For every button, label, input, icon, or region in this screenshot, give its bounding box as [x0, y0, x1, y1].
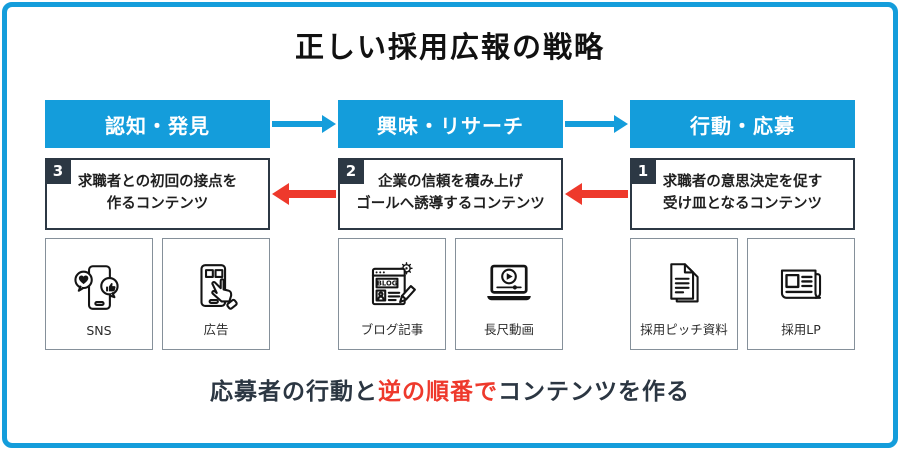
blog-article-icon: BLOG: [371, 261, 416, 305]
footer-text-highlight: 逆の順番で: [378, 379, 498, 405]
icon-wrap: BLOG: [363, 252, 421, 319]
footer-text-suffix: コンテンツを作る: [498, 379, 690, 405]
icon-wrap: [480, 252, 538, 319]
content-box-awareness: 3 求職者との初回の接点を 作るコンテンツ: [45, 158, 270, 230]
step-number-badge: 3: [45, 158, 71, 184]
ad-tap-phone-icon: [200, 263, 238, 310]
content-item-video: 長尺動画: [455, 238, 563, 350]
icon-wrap: [70, 252, 128, 323]
footer-message: 応募者の行動と逆の順番でコンテンツを作る: [0, 372, 900, 406]
content-description-line: 求職者との初回の接点を: [77, 174, 238, 191]
content-description-line: ゴールへ誘導するコンテンツ: [356, 196, 545, 212]
icon-wrap: [655, 252, 713, 319]
pitch-document-icon: [670, 262, 699, 302]
landing-page-icon: [780, 269, 822, 299]
column-action: 行動・応募 1 求職者の意思決定を促す 受け皿となるコンテンツ: [630, 0, 855, 450]
content-box-interest: 2 企業の信頼を積み上げ ゴールへ誘導するコンテンツ: [338, 158, 563, 230]
content-description-line: 求職者の意思決定を促す: [662, 174, 823, 191]
content-item-label: 長尺動画: [483, 322, 534, 337]
icon-wrap: [187, 252, 245, 319]
content-description-line: 受け皿となるコンテンツ: [662, 196, 823, 212]
content-items-action: 採用ピッチ資料 採用LP: [630, 238, 855, 350]
icon-wrap: [772, 252, 830, 319]
column-awareness: 認知・発見 3 求職者との初回の接点を 作るコンテンツ: [45, 0, 270, 450]
content-item-lp: 採用LP: [747, 238, 855, 350]
stage-header-action: 行動・応募: [630, 100, 855, 148]
flow-arrow-left-icon: [565, 182, 628, 206]
page-title: 正しい採用広報の戦略: [294, 30, 605, 64]
footer-text-prefix: 応募者の行動と: [210, 379, 378, 405]
content-item-sns: SNS: [45, 238, 153, 350]
content-item-label: 採用LP: [781, 322, 821, 337]
content-items-interest: BLOG ブログ記事: [338, 238, 563, 350]
content-item-blog: BLOG ブログ記事: [338, 238, 446, 350]
content-items-awareness: SNS 広告: [45, 238, 270, 350]
stage-header-awareness: 認知・発見: [45, 100, 270, 148]
content-item-label: 採用ピッチ資料: [640, 322, 728, 337]
step-number-badge: 2: [338, 158, 364, 184]
content-item-pitch-doc: 採用ピッチ資料: [630, 238, 738, 350]
column-interest: 興味・リサーチ 2 企業の信頼を積み上げ ゴールへ誘導するコンテンツ: [338, 0, 563, 450]
content-item-label: 広告: [203, 322, 229, 337]
flow-arrow-left-icon: [272, 182, 336, 206]
content-item-label: SNS: [86, 323, 112, 338]
content-item-label: ブログ記事: [360, 322, 424, 337]
step-number-badge: 1: [630, 158, 656, 184]
flow-arrow-right-icon: [272, 112, 336, 136]
content-description-line: 作るコンテンツ: [106, 196, 209, 212]
sns-phone-icon: [74, 264, 119, 310]
flow-arrow-right-icon: [565, 112, 628, 136]
long-video-laptop-icon: [487, 264, 531, 300]
blog-icon-text: BLOG: [377, 279, 398, 287]
content-description-line: 企業の信頼を積み上げ: [378, 174, 523, 191]
content-box-action: 1 求職者の意思決定を促す 受け皿となるコンテンツ: [630, 158, 855, 230]
content-item-ad: 広告: [162, 238, 270, 350]
stage-header-interest: 興味・リサーチ: [338, 100, 563, 148]
